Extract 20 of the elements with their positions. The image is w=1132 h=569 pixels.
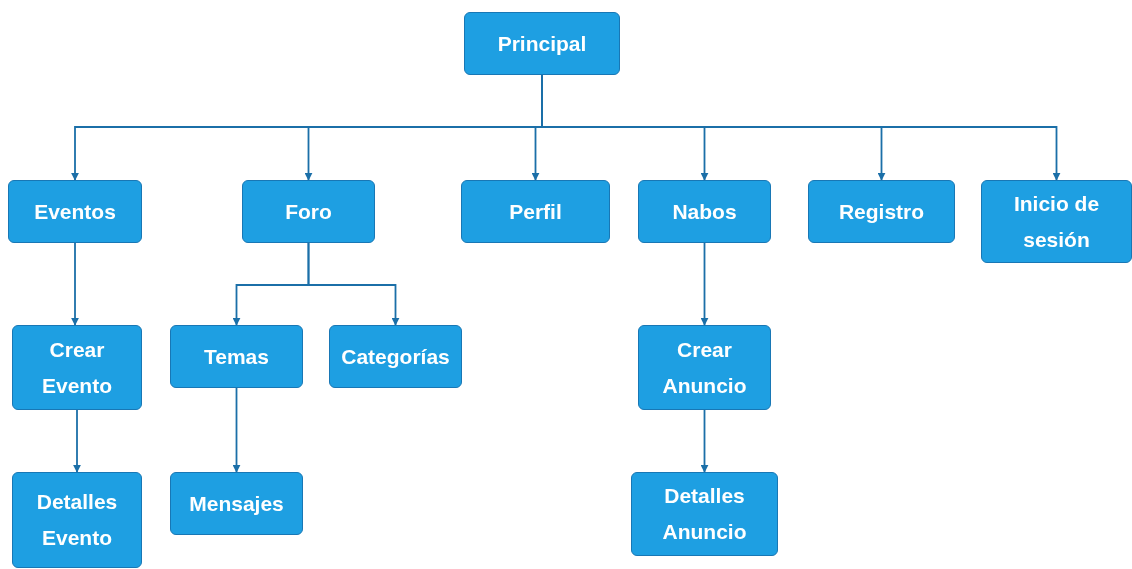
page-box: Registro: [808, 180, 955, 243]
arrow: [232, 387, 241, 473]
page-box: Crear Evento: [12, 325, 142, 410]
page-box: Principal: [464, 12, 620, 75]
arrow: [71, 242, 79, 326]
page-box: Detalles Evento: [12, 472, 142, 568]
page-box: Categorías: [329, 325, 462, 388]
page-box: Temas: [170, 325, 303, 388]
page-box: Inicio de sesión: [981, 180, 1132, 263]
arrow: [73, 409, 81, 473]
page-box: Detalles Anuncio: [631, 472, 778, 556]
page-box: Eventos: [8, 180, 142, 243]
page-box: Nabos: [638, 180, 771, 243]
page-box: Mensajes: [170, 472, 303, 535]
arrow: [700, 409, 709, 473]
page-box: Foro: [242, 180, 375, 243]
page-box: Crear Anuncio: [638, 325, 771, 410]
arrow: [307, 242, 400, 326]
arrow: [700, 242, 709, 326]
page-box: Perfil: [461, 180, 610, 243]
